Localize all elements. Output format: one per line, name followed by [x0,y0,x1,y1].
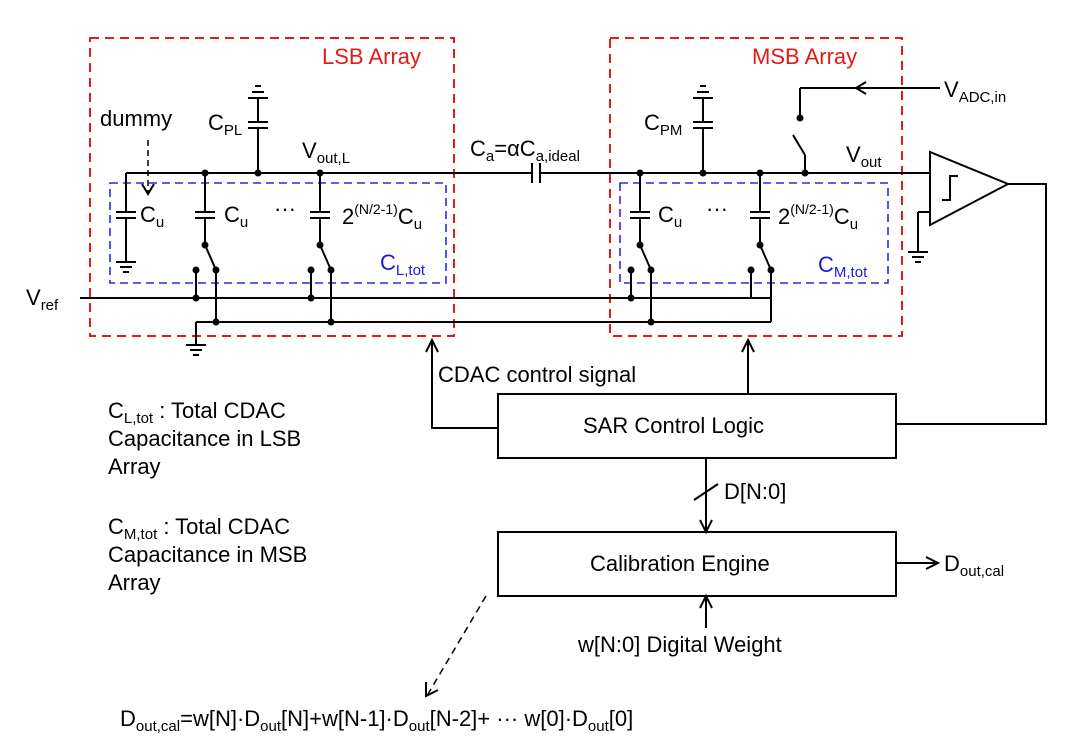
note-ltot: CL,tot : Total CDAC Capacitance in LSB A… [108,398,301,479]
svg-text:Array: Array [108,570,161,595]
lsb-cu-dummy-label: Cu [140,202,164,231]
vout-l-label: Vout,L [302,138,350,167]
sar-logic-label: SAR Control Logic [583,413,764,438]
bridge-cap-label: Ca=αCa,ideal [470,136,580,165]
lsb-ellipsis: ··· [274,196,296,221]
bridge-capacitor [531,163,541,183]
sar-control-logic-block [497,393,897,459]
note-mtot: CM,tot : Total CDAC Capacitance in MSB A… [108,514,307,595]
dout-cal-label: Dout,cal [944,551,1004,580]
msb-big-cap-label: 2(N/2-1)Cu [778,201,858,233]
msb-array-box [609,37,903,337]
cdac-control-signal-label: CDAC control signal [438,362,636,387]
lsb-array-box [89,37,455,337]
lsb-cu-label: Cu [224,202,248,231]
sampling-switch [792,81,940,173]
svg-text:CM,tot : Total CDAC: CM,tot : Total CDAC [108,514,290,543]
msb-array-title: MSB Array [752,44,857,69]
lsb-parasitic-cap [248,85,268,173]
junction-dots [192,114,809,326]
msb-switch-terminals [630,270,772,322]
svg-text:CL,tot : Total CDAC: CL,tot : Total CDAC [108,398,286,427]
lsb-dummy-cap [116,173,136,273]
lsb-switch-terminals [195,270,332,322]
weight-label: w[N:0] Digital Weight [577,632,782,657]
msb-big-cap [750,173,772,271]
dummy-label: dummy [100,106,172,131]
lsb-big-cap-label: 2(N/2-1)Cu [342,201,422,233]
vadc-in-label: VADC,in [944,77,1006,106]
lsb-cu-cap [195,173,217,271]
comparator [897,150,1047,425]
lsb-array-title: LSB Array [322,44,421,69]
msb-ctot-box [619,182,889,284]
bus-label: D[N:0] [724,479,786,504]
svg-text:Capacitance in LSB: Capacitance in LSB [108,426,301,451]
vref-label: Vref [26,285,59,314]
cpm-label: CPM [644,110,682,139]
lsb-ctot-label: CL,tot [380,250,426,279]
lsb-big-cap [310,173,332,271]
vout-label: Vout [846,142,882,171]
lsb-ctot-box [109,182,447,284]
msb-parasitic-cap [693,85,713,173]
weight-arrow [699,593,713,628]
ground-rail [186,321,771,356]
msb-ctot-label: CM,tot [818,252,868,281]
calibration-engine-label: Calibration Engine [590,551,770,576]
calibration-equation: Dout,cal=w[N]·Dout[N]+w[N-1]·Dout[N-2]+ … [120,706,633,735]
equation-pointer [425,595,487,698]
cdac-control-wires [425,337,755,429]
digital-bus [693,458,719,535]
dummy-arrow [141,140,155,196]
svg-text:Array: Array [108,454,161,479]
svg-text:Capacitance in MSB: Capacitance in MSB [108,542,307,567]
cpl-label: CPL [208,110,242,139]
dout-cal-arrow [896,556,941,570]
msb-cu-label: Cu [658,202,682,231]
msb-ellipsis: ··· [706,196,728,221]
msb-cu-cap [630,173,652,271]
